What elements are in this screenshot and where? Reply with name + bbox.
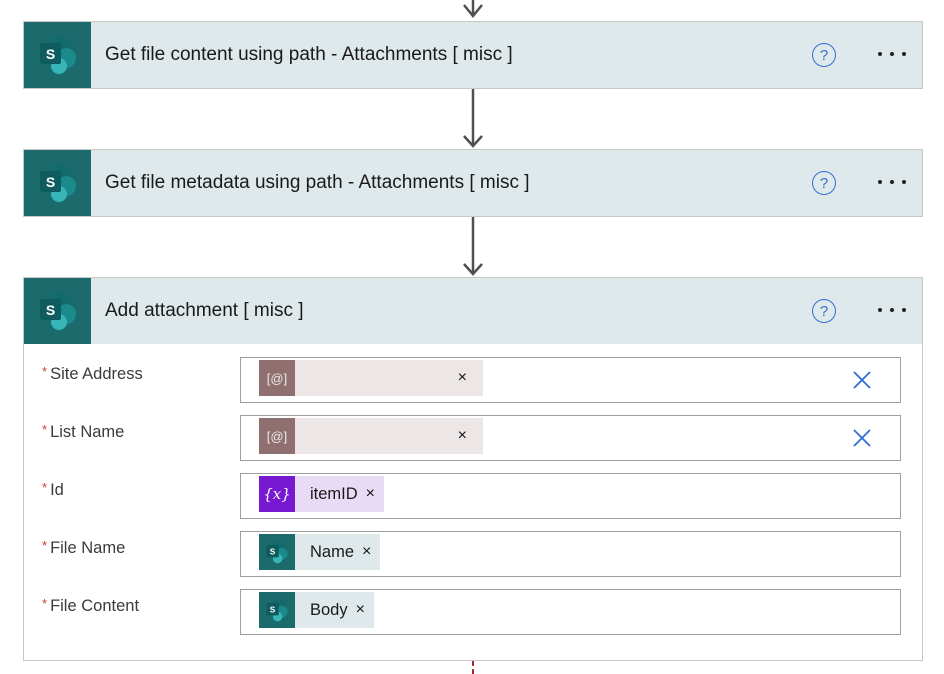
dashed-connector — [472, 661, 475, 674]
sharepoint-icon: S — [24, 278, 91, 344]
remove-token-icon[interactable]: × — [355, 601, 365, 618]
card-header[interactable]: S Add attachment [ misc ] ? — [24, 278, 922, 344]
svg-text:S: S — [45, 46, 54, 62]
remove-token-icon[interactable]: × — [362, 543, 372, 560]
remove-token-icon[interactable]: × — [457, 369, 467, 386]
card-body: *Site Address [@] × *List Name [@] × — [24, 344, 922, 660]
card-title: Add attachment [ misc ] — [105, 300, 304, 321]
field-label: *Id — [42, 480, 64, 499]
remove-token-icon[interactable]: × — [365, 485, 376, 502]
clear-field-icon[interactable] — [852, 370, 872, 390]
action-card-get-file-content[interactable]: S Get file content using path - Attachme… — [23, 21, 923, 89]
connection-reference-icon: [@] — [259, 360, 295, 396]
variable-icon: {x} — [259, 476, 295, 512]
help-icon[interactable]: ? — [812, 299, 836, 323]
card-header[interactable]: S Get file metadata using path - Attachm… — [24, 150, 922, 216]
variable-token[interactable]: {x} itemID × — [259, 476, 385, 512]
action-card-get-file-metadata[interactable]: S Get file metadata using path - Attachm… — [23, 149, 923, 217]
field-label: *File Name — [42, 538, 126, 557]
sharepoint-icon: S — [24, 150, 91, 216]
field-id: *Id {x} itemID × — [24, 473, 922, 519]
field-list-name: *List Name [@] × — [24, 415, 922, 461]
card-title: Get file content using path - Attachment… — [105, 44, 513, 65]
field-file-content: *File Content S Body × — [24, 589, 922, 635]
clear-field-icon[interactable] — [852, 428, 872, 448]
list-name-input[interactable]: [@] × — [240, 415, 901, 461]
field-site-address: *Site Address [@] × — [24, 357, 922, 403]
field-label: *File Content — [42, 596, 140, 615]
help-icon[interactable]: ? — [812, 171, 836, 195]
dynamic-token[interactable]: S Name × — [259, 534, 381, 570]
id-input[interactable]: {x} itemID × — [240, 473, 901, 519]
card-title: Get file metadata using path - Attachmen… — [105, 172, 530, 193]
connector-arrow — [463, 217, 483, 277]
field-label: *List Name — [42, 422, 125, 441]
site-address-input[interactable]: [@] × — [240, 357, 901, 403]
more-options-icon[interactable] — [878, 180, 906, 184]
more-options-icon[interactable] — [878, 308, 906, 312]
dynamic-token[interactable]: S Body × — [259, 592, 374, 628]
help-icon[interactable]: ? — [812, 43, 836, 67]
file-content-input[interactable]: S Body × — [240, 589, 901, 635]
svg-text:S: S — [45, 302, 54, 318]
file-name-input[interactable]: S Name × — [240, 531, 901, 577]
sharepoint-icon: S — [259, 534, 295, 570]
remove-token-icon[interactable]: × — [457, 427, 467, 444]
svg-text:S: S — [270, 547, 276, 556]
connector-arrow — [463, 89, 483, 149]
connector-arrow — [463, 0, 483, 20]
field-label: *Site Address — [42, 364, 143, 383]
more-options-icon[interactable] — [878, 52, 906, 56]
action-card-add-attachment[interactable]: S Add attachment [ misc ] ? *Site Addres… — [23, 277, 923, 661]
field-file-name: *File Name S Name × — [24, 531, 922, 577]
svg-text:S: S — [45, 174, 54, 190]
card-header[interactable]: S Get file content using path - Attachme… — [24, 22, 922, 88]
connection-reference-icon: [@] — [259, 418, 295, 454]
sharepoint-icon: S — [259, 592, 295, 628]
sharepoint-icon: S — [24, 22, 91, 88]
dynamic-token[interactable]: [@] × — [259, 360, 483, 396]
dynamic-token[interactable]: [@] × — [259, 418, 483, 454]
svg-text:S: S — [270, 605, 276, 614]
